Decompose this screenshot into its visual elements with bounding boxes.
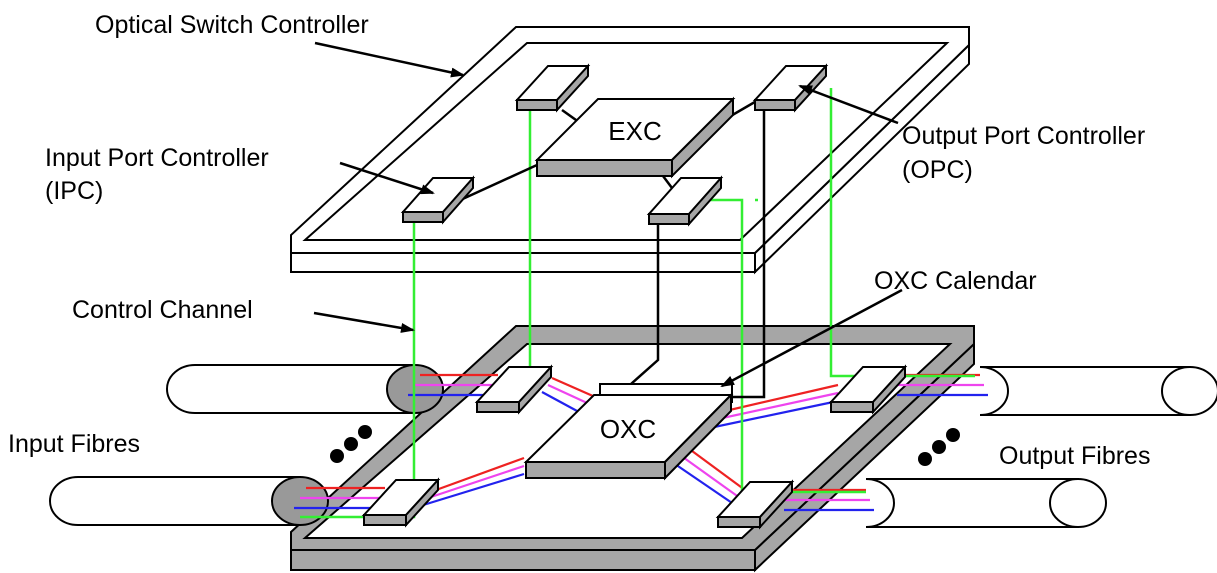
oxc-input-port-bottom <box>361 477 441 528</box>
label-exc: EXC <box>608 116 661 146</box>
exc-block <box>534 96 736 179</box>
output-fibre-bottom <box>865 478 1107 528</box>
label-output-fibres: Output Fibres <box>999 442 1150 470</box>
label-opc: (OPC) <box>902 156 973 184</box>
more-input-fibres-dots <box>330 425 372 463</box>
port-controller-upper-right-lower <box>646 175 724 227</box>
output-port-controller <box>752 63 829 113</box>
label-ipc: (IPC) <box>45 177 103 205</box>
label-optical-switch-controller: Optical Switch Controller <box>95 11 369 39</box>
label-oxc-calendar: OXC Calendar <box>874 267 1037 295</box>
input-port-controller <box>400 175 476 225</box>
input-fibre-bottom <box>49 476 329 526</box>
oxc-input-port-top <box>474 364 554 415</box>
output-fibre-top <box>979 366 1217 416</box>
oxc-frame <box>290 325 975 573</box>
label-output-port-controller: Output Port Controller <box>902 122 1145 150</box>
oxc-block <box>523 392 734 481</box>
leader-arrows <box>313 41 903 388</box>
oxc-output-port-bottom <box>715 479 795 530</box>
label-control-channel: Control Channel <box>72 296 253 324</box>
oxc-output-port-top <box>828 364 908 415</box>
port-controller-upper-left <box>514 63 591 113</box>
input-fibre-top <box>166 364 444 414</box>
switch-controller-plane <box>290 26 970 275</box>
label-input-port-controller: Input Port Controller <box>45 144 269 172</box>
label-input-fibres: Input Fibres <box>8 430 140 458</box>
label-oxc: OXC <box>600 414 656 444</box>
more-output-fibres-dots <box>918 428 960 466</box>
